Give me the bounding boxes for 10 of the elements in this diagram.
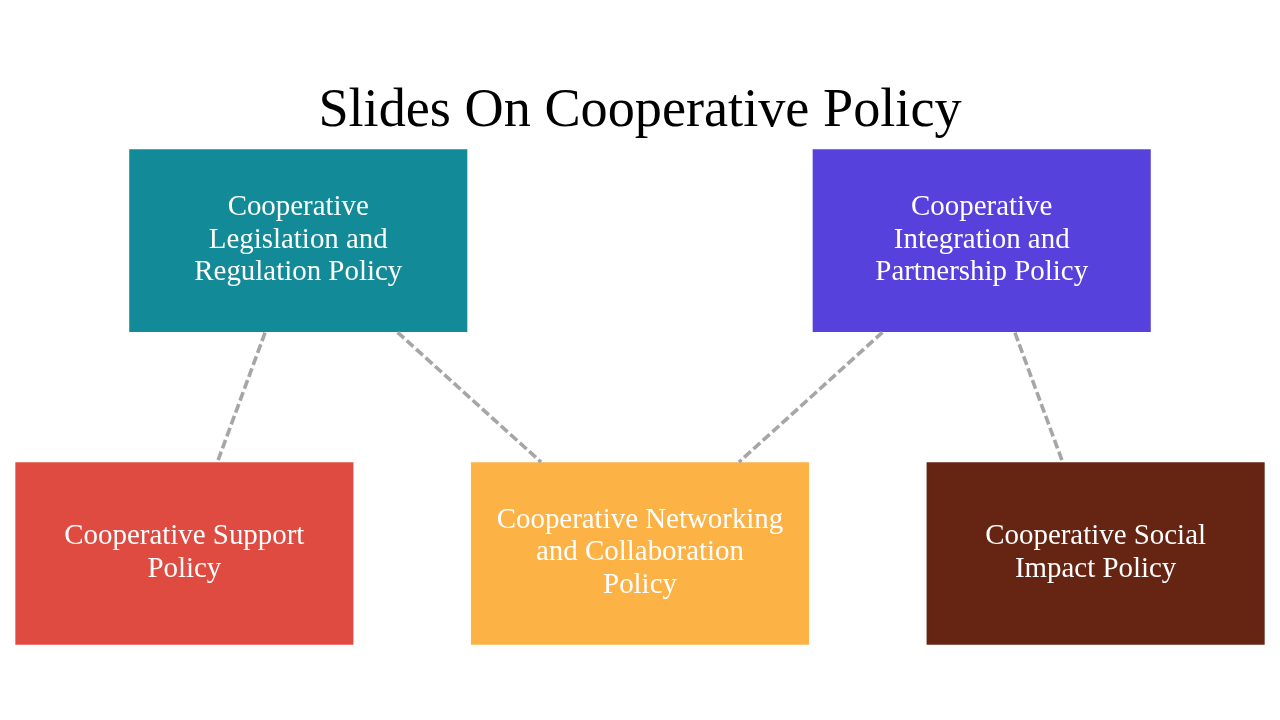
diagram-title: Slides On Cooperative Policy xyxy=(318,77,962,138)
node-box: Cooperative Support Policy xyxy=(15,462,354,645)
node-box: Cooperative Legislation and Regulation Policy xyxy=(129,149,468,332)
connector xyxy=(737,331,884,464)
connector xyxy=(1013,332,1065,463)
node-box: Cooperative Networking and Collaboration Policy xyxy=(470,462,810,645)
connector xyxy=(396,331,543,464)
connector xyxy=(215,332,267,463)
node-box: Cooperative Social Impact Policy xyxy=(926,462,1265,645)
node-box: Cooperative Integration and Partnership Policy xyxy=(812,149,1151,332)
